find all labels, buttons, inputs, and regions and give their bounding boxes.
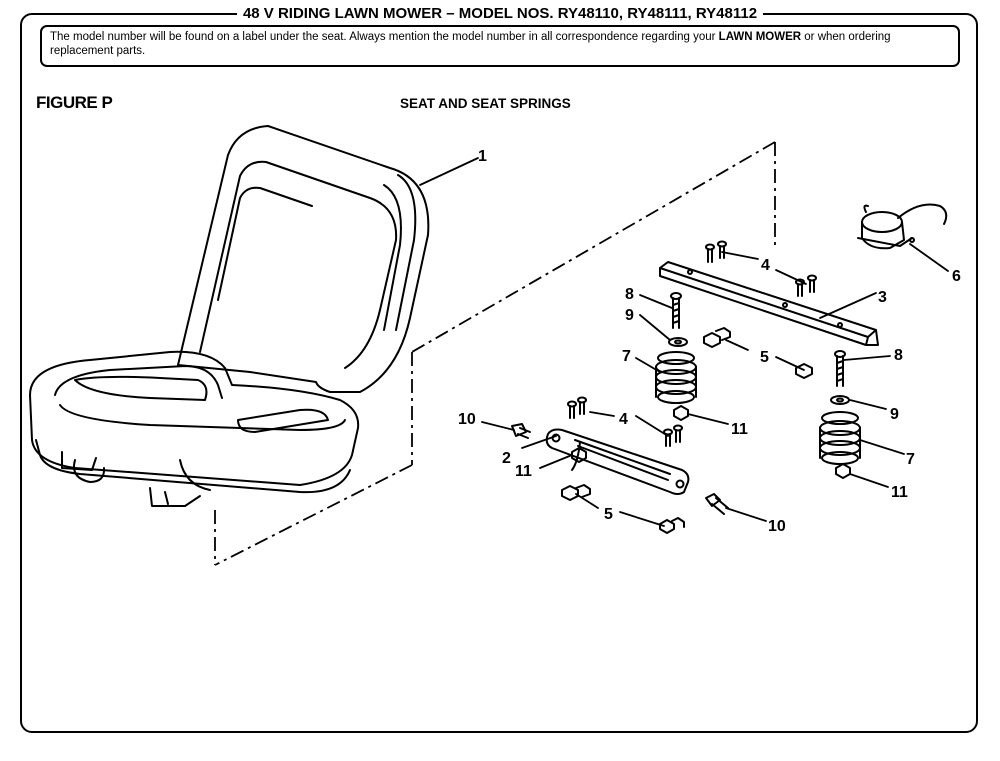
lower-seat-bracket (545, 428, 690, 495)
screws-top-part (705, 240, 817, 297)
callout-upper-bracket: 3 (878, 289, 887, 306)
nuts-low-part (561, 484, 685, 534)
seat-switch-part (857, 203, 948, 250)
callout-bolt-left: 8 (625, 286, 634, 303)
bolt-right-part (834, 350, 846, 387)
callout-spring-left: 7 (622, 348, 631, 365)
callout-washer-right: 9 (890, 406, 899, 423)
screws-lower-part (567, 396, 683, 447)
figure-title: SEAT AND SEAT SPRINGS (400, 96, 571, 111)
callout-nuts-low: 5 (604, 506, 613, 523)
nut-lower-left-part (571, 447, 587, 463)
spring-left-part (655, 351, 697, 404)
callout-spring-right: 7 (906, 451, 915, 468)
callout-pivot-left: 10 (458, 411, 476, 428)
callout-nuts-mid: 5 (760, 349, 769, 366)
callout-bolt-right: 8 (894, 347, 903, 364)
washer-left-part (668, 337, 688, 347)
notice-text-before: The model number will be found on a labe… (50, 31, 719, 43)
callout-lower-bracket: 2 (502, 450, 511, 467)
pivot-left-part (511, 423, 531, 439)
notice-text-after: or when ordering replacement parts. (50, 31, 891, 57)
callout-screws-lower: 4 (619, 411, 628, 428)
callout-washer-left: 9 (625, 307, 634, 324)
notice-emphasis: LAWN MOWER (718, 31, 802, 43)
callout-nut-center: 11 (731, 421, 748, 438)
callout-screws-top: 4 (761, 257, 770, 274)
nut-right-part (835, 463, 851, 479)
callout-pivot-right: 10 (768, 518, 786, 535)
spring-right-part (819, 411, 861, 465)
page-title: 48 V RIDING LAWN MOWER – MODEL NOS. RY48… (0, 5, 1000, 22)
callout-switch: 6 (952, 268, 961, 285)
callout-nut-right: 11 (891, 484, 908, 501)
callout-seat: 1 (478, 148, 487, 165)
bolt-left-part (670, 292, 682, 329)
callout-nut-lower-left: 11 (515, 463, 532, 480)
washer-right-part (830, 395, 850, 405)
seat-part (29, 125, 430, 507)
model-notice: The model number will be found on a labe… (40, 25, 960, 67)
figure-label: FIGURE P (36, 93, 113, 112)
pivot-right-part (705, 493, 729, 515)
nut-center-part (673, 405, 689, 421)
upper-seat-bracket (659, 261, 879, 346)
nuts-mid-part (703, 327, 813, 379)
